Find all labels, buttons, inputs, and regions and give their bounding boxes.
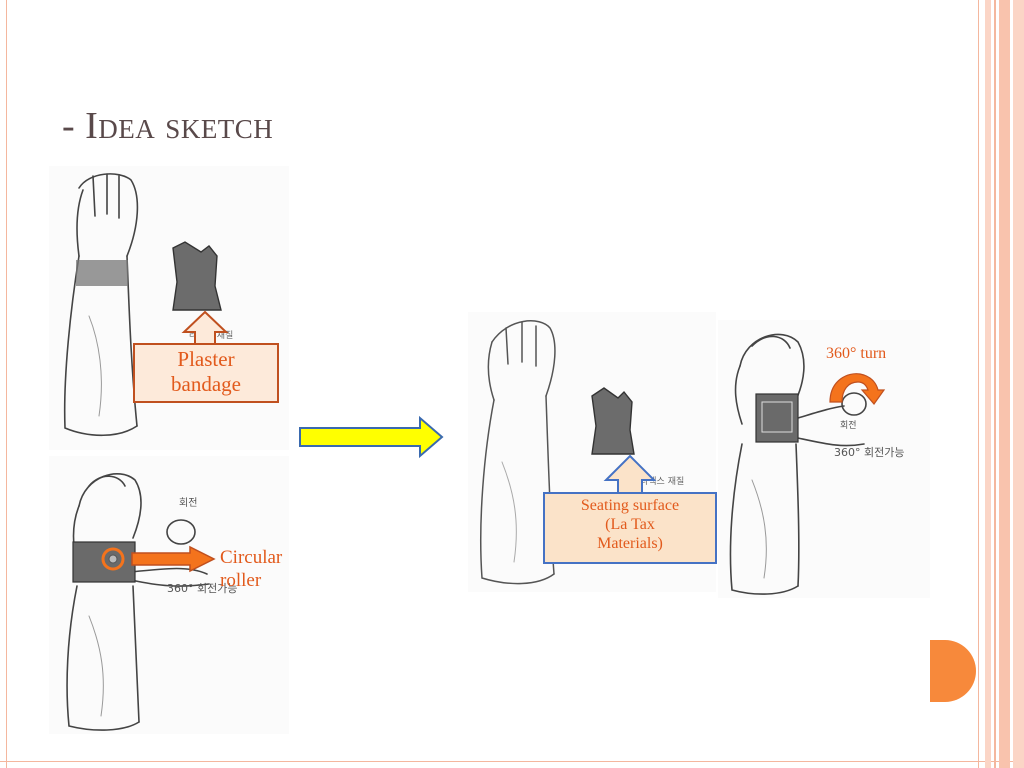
frame-bottom-line: [0, 761, 1024, 762]
seating-surface-text: Seating surface (La Tax Materials): [580, 497, 680, 553]
circular-roller-text: Circular roller: [220, 547, 283, 591]
seating-piece-shape: [591, 387, 635, 455]
transition-arrow-icon: [299, 415, 444, 459]
sketch-arm-360: 회전 360° 회전가능: [718, 320, 930, 598]
seating-surface-label: Seating surface (La Tax Materials): [543, 492, 717, 564]
page-marker-icon: [930, 640, 976, 702]
turn-360-text: 360° turn: [826, 345, 887, 362]
edge-stripe-3: [994, 0, 996, 768]
arm-drawing-3: 라텍스 재질: [479, 320, 684, 585]
arm-drawing-4: 회전 360° 회전가능: [729, 333, 904, 595]
rotation-arrow-icon: [829, 373, 886, 405]
edge-stripe-2: [985, 0, 991, 768]
turn-360-label: 360° turn: [826, 344, 922, 363]
arm-band-1: [76, 260, 128, 286]
sketch-note-6: 360° 회전가능: [834, 446, 904, 459]
edge-stripe-4: [999, 0, 1010, 768]
seating-up-arrow-icon: [603, 454, 657, 495]
edge-stripe-5: [1013, 0, 1024, 768]
roller-right-arrow-icon: [131, 545, 216, 573]
plaster-bandage-text: Plaster bandage: [171, 347, 241, 397]
sketch-arm-roller: 회전 360° 회전가능: [49, 456, 289, 734]
slide-title: - Idea sketch: [62, 104, 273, 148]
plaster-bandage-label: Plaster bandage: [133, 343, 279, 403]
frame-left-line: [6, 0, 7, 768]
plaster-up-arrow-icon: [181, 310, 229, 345]
sketch-note-5: 회전: [840, 420, 857, 431]
slide-title-text: - Idea sketch: [62, 105, 274, 147]
arm-drawing-1: 라텍스 재질: [63, 173, 233, 437]
circular-roller-label: Circular roller: [220, 547, 320, 593]
arm-band-4-window: [761, 401, 793, 433]
plaster-piece-shape: [172, 241, 222, 311]
arm-drawing-2: 회전 360° 회전가능: [66, 472, 237, 731]
sketch-note-3: 360° 회전가능: [167, 582, 237, 595]
roller-highlight-icon: [101, 547, 125, 571]
edge-stripe-1: [978, 0, 979, 768]
sketch-arm-plaster: 라텍스 재질: [49, 166, 289, 450]
sketch-note-2: 회전: [179, 497, 197, 509]
